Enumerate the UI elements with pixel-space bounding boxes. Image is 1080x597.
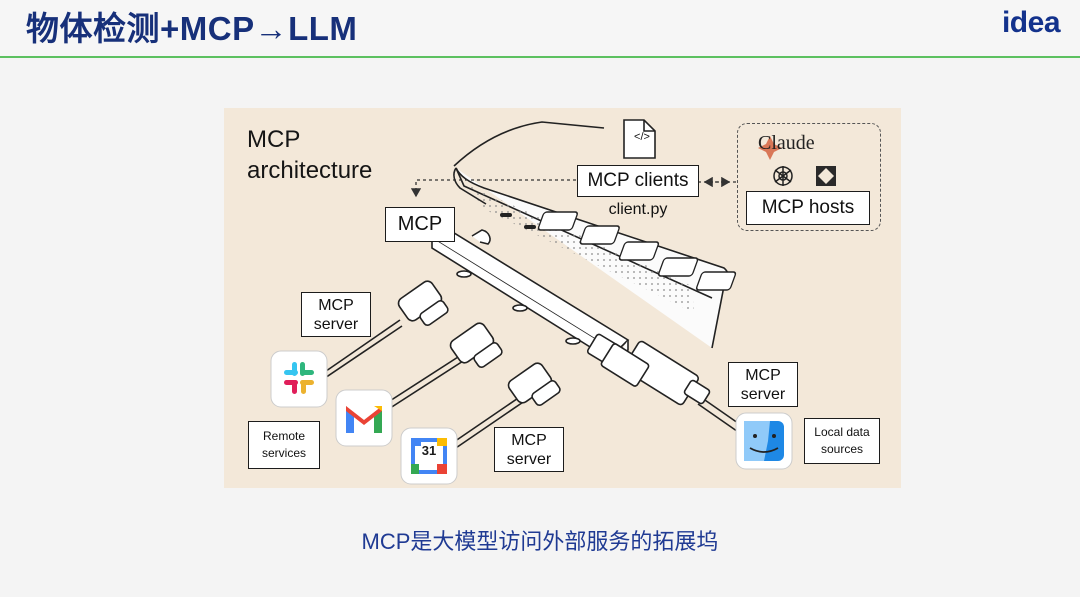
mcp-hub-label: MCP	[385, 207, 455, 242]
openai-icon	[773, 166, 793, 186]
code-file-label: </>	[634, 131, 650, 143]
slide-caption: MCP是大模型访问外部服务的拓展坞	[361, 529, 719, 554]
server-label-bottom: MCP server	[494, 427, 564, 472]
header-divider	[0, 56, 1080, 58]
server-label-top: MCP server	[301, 292, 371, 337]
code-file-icon	[623, 119, 656, 159]
claude-icon	[758, 136, 782, 160]
server-label-local: MCP server	[728, 362, 798, 407]
google-calendar-icon	[400, 427, 458, 485]
laptop-ports	[500, 213, 536, 229]
architecture-heading: MCP architecture	[247, 126, 373, 184]
gmail-icon	[335, 389, 393, 447]
local-data-sources-label: Local data sources	[804, 418, 880, 464]
finder-icon	[735, 412, 793, 470]
usb-cables	[315, 280, 749, 453]
slack-icon	[270, 350, 328, 408]
slide-title: 物体检测+MCP→LLM	[26, 10, 358, 47]
usb-hub	[430, 227, 630, 369]
laptop-illustration	[453, 121, 729, 349]
mcp-hosts-label: MCP hosts	[746, 191, 870, 225]
client-file-label: client.py	[608, 201, 668, 218]
laptop-keys	[537, 211, 737, 291]
mcp-clients-label: MCP clients	[577, 165, 699, 197]
calendar-day: 31	[421, 443, 437, 458]
slide-header: 物体检测+MCP→LLM idea	[0, 0, 1080, 58]
perplexity-icon	[816, 166, 836, 186]
claude-label: Claude	[758, 132, 815, 154]
mcp-architecture-diagram: MCP architecture </> MCP MCP clients cli…	[224, 108, 901, 488]
diagram-illustration	[270, 119, 836, 485]
connection-arrows	[410, 176, 736, 198]
hosts-group	[737, 123, 881, 231]
remote-services-label: Remote services	[248, 421, 320, 469]
idea-logo: idea	[1001, 6, 1061, 39]
